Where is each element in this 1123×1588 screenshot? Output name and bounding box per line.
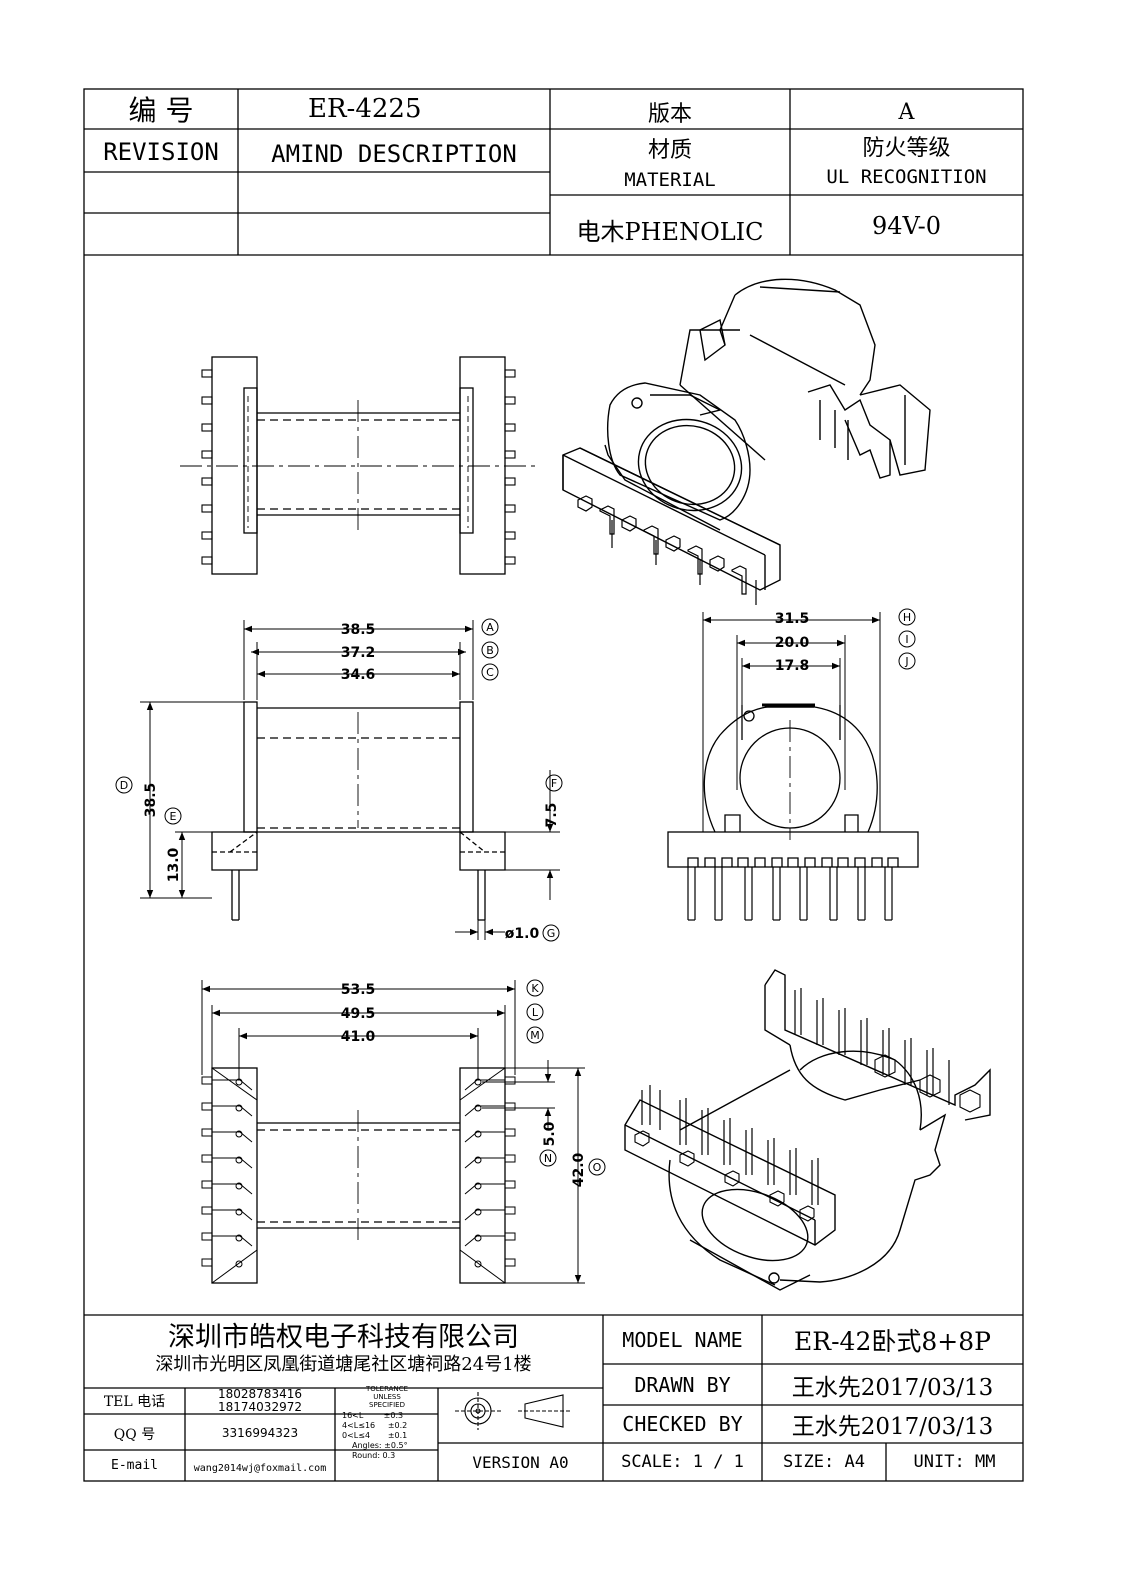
dim-j-value: 17.8 (775, 658, 810, 674)
callout-e: E (170, 810, 177, 823)
tolerance-title-2: UNLESS (373, 1393, 401, 1401)
fire-rating-label-en: UL RECOGNITION (826, 166, 987, 188)
dim-a-value: 38.5 (341, 622, 376, 638)
dim-o-value: 42.0 (571, 1152, 587, 1187)
scale-label: SCALE: 1 / 1 (621, 1452, 744, 1472)
dim-l-value: 49.5 (341, 1006, 376, 1022)
tolerance-title-1: TOLERANCE (365, 1385, 409, 1393)
tolerance-row-3: 0<L≤4 ±0.1 (342, 1431, 408, 1440)
qq-label: QQ 号 (113, 1427, 156, 1443)
company-name: 深圳市皓权电子科技有限公司 (168, 1321, 519, 1353)
sheet-size-label: SIZE: A4 (783, 1452, 865, 1472)
side-view (140, 620, 560, 940)
model-name-value: ER-42卧式8+8P (794, 1327, 991, 1356)
material-label-en: MATERIAL (624, 169, 716, 191)
dim-g-value: ø1.0 (505, 926, 540, 942)
dim-h-value: 31.5 (775, 611, 810, 627)
callout-n: N (544, 1152, 552, 1165)
callout-j: J (904, 655, 908, 668)
email-address[interactable]: wang2014wj@foxmail.com (193, 1462, 327, 1474)
tolerance-row-1: 16<L ±0.3 (342, 1411, 404, 1420)
material-label-cn: 材质 (647, 138, 692, 163)
top-view (180, 356, 540, 575)
callout-h: H (903, 611, 911, 624)
callout-a: A (486, 621, 494, 634)
callout-m: M (530, 1029, 540, 1042)
fire-rating-label-cn: 防火等级 (862, 136, 951, 161)
isometric-view-upper (562, 278, 931, 605)
part-number: ER-4225 (308, 94, 422, 124)
tolerance-block: TOLERANCE UNLESS SPECIFIED 16<L ±0.3 4<L… (336, 1385, 438, 1461)
checked-by-label: CHECKED BY (622, 1412, 743, 1436)
callout-i: I (905, 633, 908, 646)
tolerance-row-2: 4<L≤16 ±0.2 (342, 1421, 408, 1430)
checked-by-value: 王水先2017/03/13 (791, 1414, 994, 1440)
callout-k: K (531, 982, 539, 995)
tel-number-2: 18174032972 (218, 1400, 302, 1414)
dim-m-value: 41.0 (341, 1029, 376, 1045)
dim-i-value: 20.0 (775, 635, 810, 651)
dim-b-value: 37.2 (341, 645, 376, 661)
callout-l: L (532, 1006, 539, 1019)
model-name-label: MODEL NAME (622, 1328, 743, 1352)
callout-o: O (593, 1161, 602, 1174)
tolerance-row-5: Round: 0.3 (352, 1451, 396, 1460)
dim-n-value: 5.0 (542, 1121, 558, 1146)
callout-g: G (547, 927, 556, 940)
dim-f-value: 7.5 (544, 803, 560, 828)
tolerance-row-4: Angles: ±0.5° (352, 1441, 408, 1450)
isometric-view-lower (624, 969, 991, 1291)
number-label: 编 号 (128, 94, 194, 127)
bottom-view (201, 980, 585, 1284)
tel-label: TEL 电话 (103, 1394, 166, 1410)
callout-d: D (120, 779, 128, 792)
callout-c: C (486, 666, 494, 679)
dim-e-value: 13.0 (166, 847, 182, 882)
revision-label: REVISION (103, 138, 219, 166)
email-label: E-mail (111, 1457, 158, 1473)
fire-rating-value: 94V-0 (871, 212, 942, 240)
tolerance-title-3: SPECIFIED (369, 1401, 405, 1409)
drawn-by-value: 王水先2017/03/13 (791, 1375, 994, 1401)
tel-number-1: 18028783416 (218, 1387, 302, 1401)
version-number: VERSION A0 (472, 1452, 569, 1472)
qq-number: 3316994323 (221, 1426, 299, 1440)
dim-k-value: 53.5 (341, 982, 376, 998)
amind-description-label: AMIND DESCRIPTION (271, 140, 517, 168)
front-view (667, 612, 919, 921)
company-address: 深圳市光明区凤凰街道塘尾社区塘祠路24号1楼 (155, 1354, 532, 1375)
projection-symbol (455, 1392, 570, 1430)
callout-f: F (551, 777, 557, 790)
unit-label: UNIT: MM (913, 1452, 996, 1472)
dim-d-value: 38.5 (143, 783, 159, 818)
drawn-by-label: DRAWN BY (634, 1373, 731, 1397)
dim-c-value: 34.6 (341, 667, 376, 683)
version-value: A (898, 99, 915, 125)
version-label: 版本 (647, 102, 692, 127)
material-value: 电木PHENOLIC (576, 217, 764, 246)
callout-b: B (486, 644, 494, 657)
